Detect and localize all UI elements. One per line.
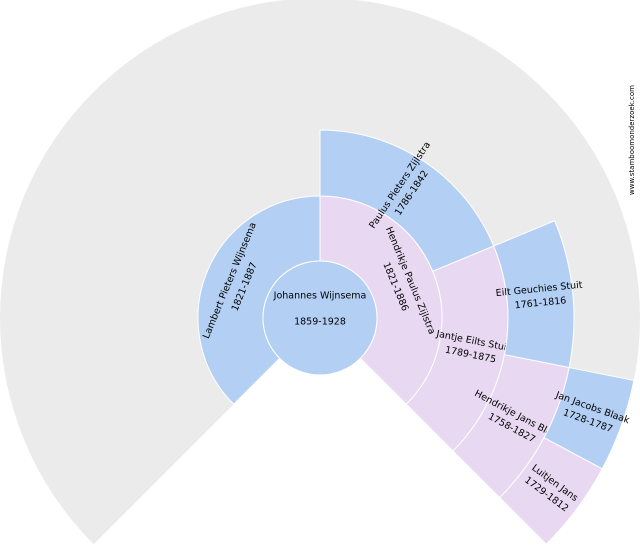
person-segment-gen4-15[interactable] <box>498 437 603 545</box>
root-person-circle[interactable] <box>262 260 378 376</box>
root-person-name: Johannes Wijnsema <box>273 291 367 302</box>
watermark: www.stamboomonderzoek.com <box>628 85 636 195</box>
root-person-dates: 1859-1928 <box>294 317 346 328</box>
person-dates-gen3-6: 1761-1816 <box>514 295 567 311</box>
